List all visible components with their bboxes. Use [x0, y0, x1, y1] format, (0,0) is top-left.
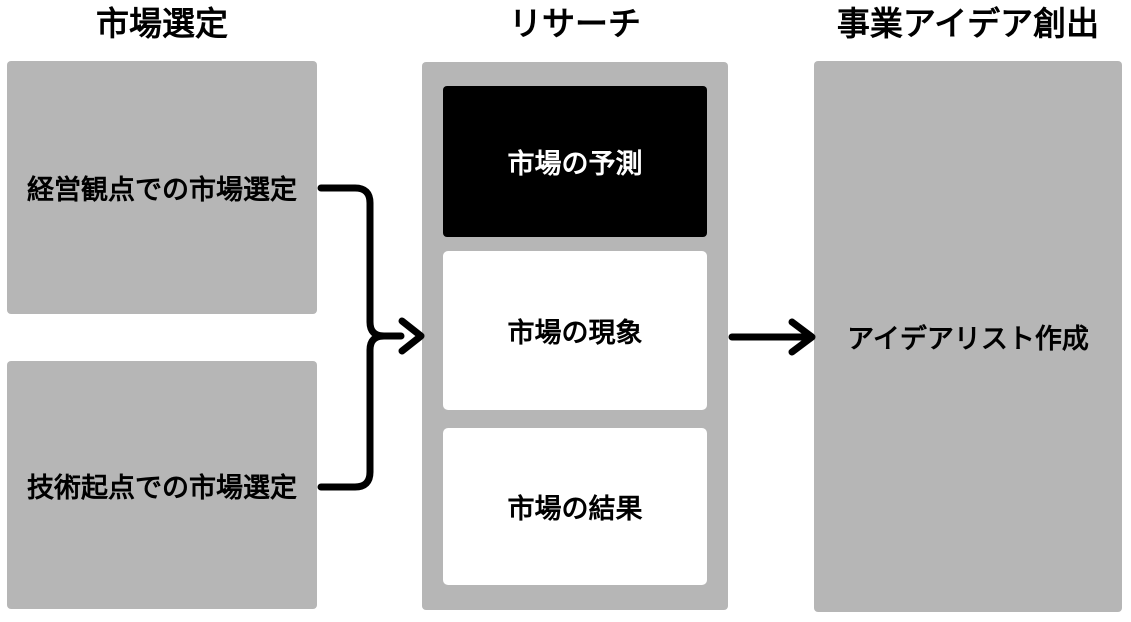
box-label-management-market-selection: 経営観点での市場選定 — [27, 175, 297, 205]
box-technology-market-selection: 技術起点での市場選定 — [7, 361, 317, 609]
box-label-technology-market-selection: 技術起点での市場選定 — [27, 472, 297, 503]
box-label-market-results: 市場の結果 — [507, 494, 643, 524]
box-market-forecast: 市場の予測 — [443, 86, 707, 237]
box-management-market-selection: 経営観点での市場選定 — [7, 61, 317, 314]
box-label-market-phenomena: 市場の現象 — [507, 318, 643, 348]
merge-arrow-icon — [317, 184, 425, 491]
box-label-market-forecast: 市場の予測 — [507, 149, 643, 179]
flow-arrow-icon — [728, 318, 816, 356]
box-market-results: 市場の結果 — [443, 428, 707, 585]
column-header-research: リサーチ — [509, 5, 641, 42]
column-header-idea-creation: 事業アイデア創出 — [836, 5, 1100, 42]
box-idea-list-creation: アイデアリスト作成 — [814, 61, 1122, 612]
box-market-phenomena: 市場の現象 — [443, 251, 707, 410]
box-label-idea-list-creation: アイデアリスト作成 — [847, 324, 1089, 354]
column-header-market-selection: 市場選定 — [96, 5, 228, 42]
